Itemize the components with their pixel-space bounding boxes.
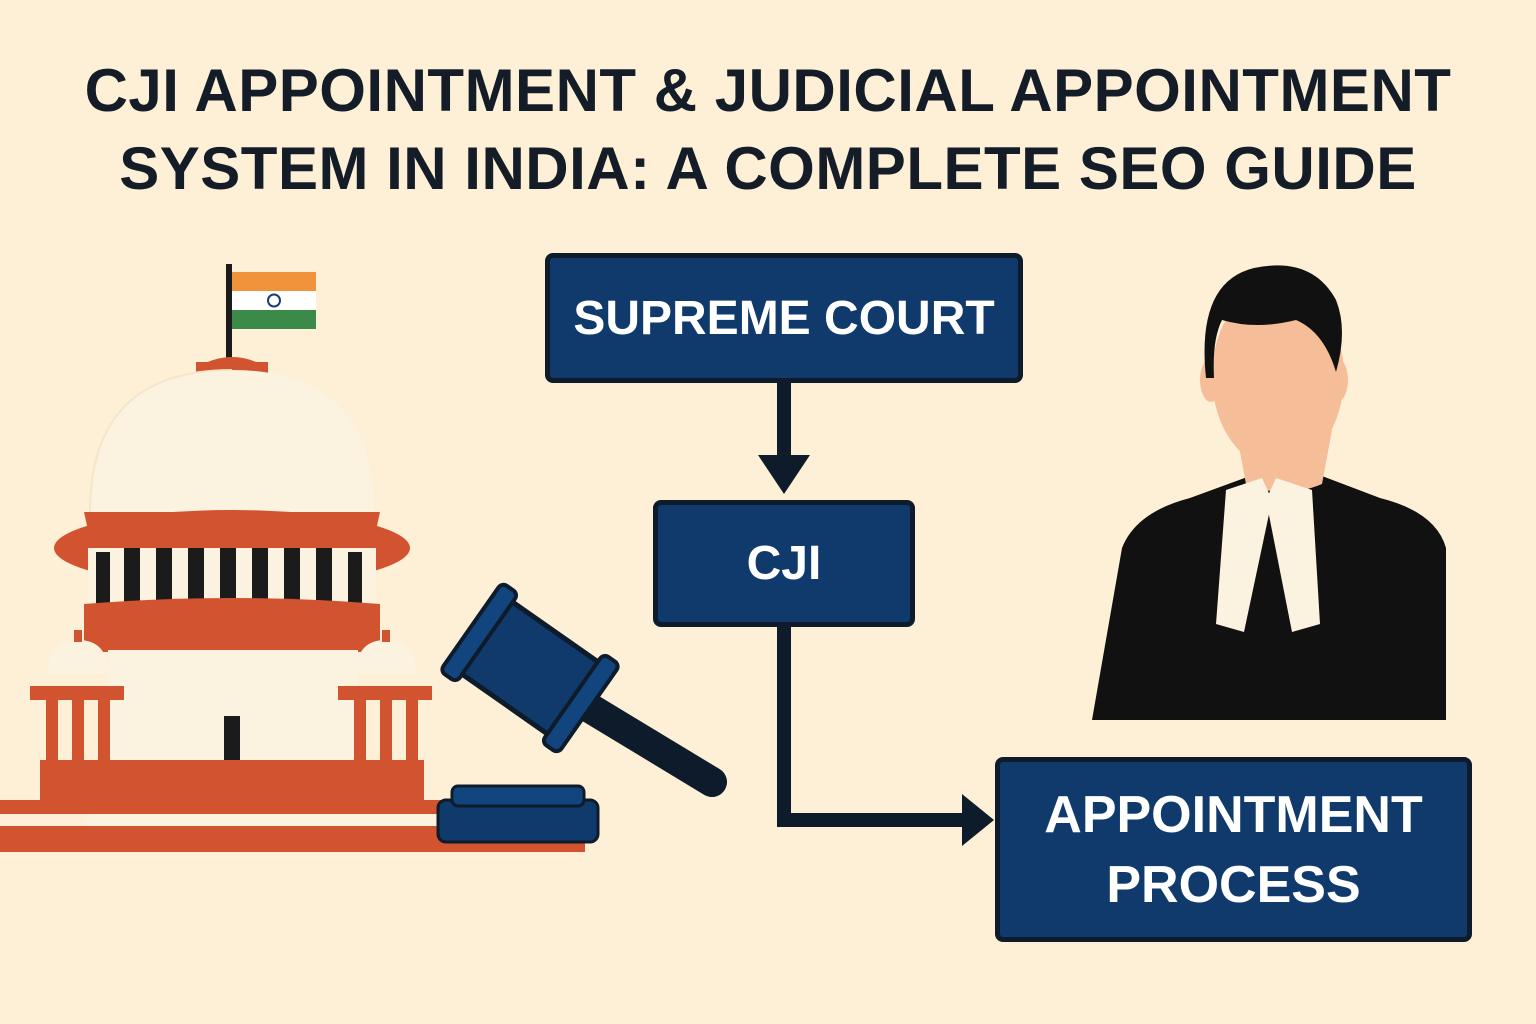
node-supreme-court: SUPREME COURT [545,253,1023,383]
judge-icon [1092,265,1446,720]
node-appointment-label-line-1: APPOINTMENT [1044,785,1423,844]
indian-flag-icon [226,264,316,359]
node-cji-label: CJI [746,537,822,590]
node-cji: CJI [653,500,915,627]
title-line-2: SYSTEM IN INDIA: A COMPLETE SEO GUIDE [119,135,1417,202]
title-line-1: CJI APPOINTMENT & JUDICIAL APPOINTMENT [84,57,1452,124]
flowchart-connectors [758,383,994,846]
gavel-icon [436,582,727,844]
page-title: CJI APPOINTMENT & JUDICIAL APPOINTMENT S… [0,52,1536,208]
node-supreme-court-label: SUPREME COURT [573,291,995,345]
node-appointment-process: APPOINTMENT PROCESS [995,757,1472,942]
supreme-court-building-icon [0,264,585,852]
node-appointment-label-line-2: PROCESS [1106,855,1361,914]
